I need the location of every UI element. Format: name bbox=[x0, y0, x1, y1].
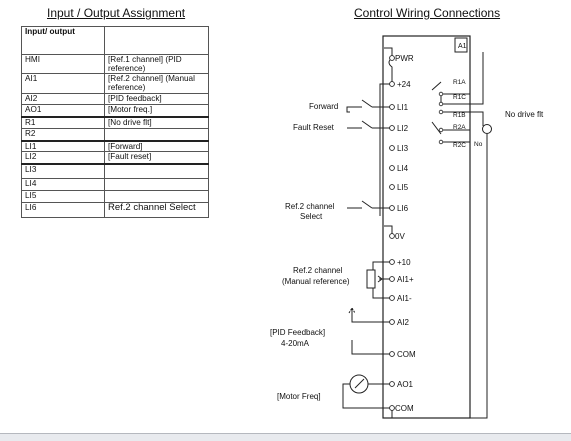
relay-contact-point bbox=[438, 127, 444, 133]
wires bbox=[342, 35, 492, 419]
terminal-point bbox=[389, 405, 395, 411]
terminal-point bbox=[389, 233, 395, 239]
forward-switch bbox=[346, 99, 380, 113]
terminal-label-p10: +10 bbox=[397, 258, 411, 267]
wiring-title: Control Wiring Connections bbox=[354, 6, 501, 20]
p24-common-wire bbox=[379, 83, 392, 216]
terminal-label-li2: LI2 bbox=[397, 124, 409, 133]
terminal-label-com1: COM bbox=[397, 350, 416, 359]
terminal-point bbox=[389, 205, 395, 211]
meter-needle bbox=[354, 378, 365, 389]
terminal-point bbox=[389, 125, 395, 131]
relay-contact-point bbox=[438, 109, 444, 115]
relay-label-r2a: R2A bbox=[453, 124, 466, 131]
terminal-label-li3: LI3 bbox=[397, 144, 409, 153]
terminal-point bbox=[389, 55, 395, 61]
module-tag-box bbox=[454, 37, 468, 53]
pid-feedback-wires bbox=[351, 308, 392, 355]
relay-label-r1a: R1A bbox=[453, 79, 466, 86]
label-motor-freq: [Motor Freq] bbox=[277, 392, 321, 401]
terminal-point bbox=[389, 319, 395, 325]
terminal-label-ao1: AO1 bbox=[397, 380, 414, 389]
terminal-label-0v: 0V bbox=[395, 232, 405, 241]
r1b-wire bbox=[470, 111, 484, 126]
assignment-cell: Ref.2 channel Select bbox=[104, 202, 209, 218]
terminal-label-pwr: PWR bbox=[395, 54, 414, 63]
terminal-point bbox=[389, 104, 395, 110]
ref2-select-switch bbox=[347, 200, 380, 209]
header-cell-empty bbox=[104, 26, 209, 55]
table-row: LI1[Forward] bbox=[21, 139, 209, 152]
terminal-point bbox=[389, 184, 395, 190]
p10-wire bbox=[372, 261, 392, 270]
terminal-label-ai1m: AI1- bbox=[397, 294, 412, 303]
terminal-block bbox=[389, 55, 444, 411]
zero-v-wire bbox=[384, 225, 393, 236]
terminal-point bbox=[389, 81, 395, 87]
label-ref2-select-2: Select bbox=[300, 212, 323, 221]
relay-contact-point bbox=[438, 139, 444, 145]
label-fault-reset: Fault Reset bbox=[293, 123, 335, 132]
terminal-point bbox=[389, 145, 395, 151]
no-drive-flt-lamp bbox=[482, 124, 492, 134]
terminal-point bbox=[389, 276, 395, 282]
ai1m-wire bbox=[372, 288, 392, 299]
terminal-label-li1: LI1 bbox=[397, 103, 409, 112]
relay-contact-point bbox=[438, 101, 444, 107]
label-pid-2: 4-20mA bbox=[281, 339, 310, 348]
fault-reset-switch bbox=[347, 120, 380, 129]
label-forward: Forward bbox=[309, 102, 338, 111]
terminal-label-li6: LI6 bbox=[397, 204, 409, 213]
bottom-scroll-bar bbox=[0, 433, 571, 441]
relay-label-r1b: R1B bbox=[453, 112, 466, 119]
table-header-row: Input/ output bbox=[21, 26, 209, 55]
meter-wires bbox=[342, 383, 392, 409]
terminal-point bbox=[389, 295, 395, 301]
terminal-label-ai2: AI2 bbox=[397, 318, 410, 327]
terminal-point bbox=[389, 381, 395, 387]
label-ref2-manual-1: Ref.2 channel bbox=[293, 266, 343, 275]
io-assignment-table: Input/ output HMI[Ref.1 channel] (PID re… bbox=[21, 26, 209, 218]
label-no-drive-flt: No drive flt bbox=[505, 110, 544, 119]
pwr-jumper bbox=[388, 57, 393, 84]
table-row: R1[No drive flt] bbox=[21, 115, 209, 129]
potentiometer bbox=[366, 269, 376, 289]
li-leads bbox=[380, 106, 392, 209]
pwr-wire bbox=[384, 47, 393, 58]
label-ref2-select-1: Ref.2 channel bbox=[285, 202, 335, 211]
terminal-label-ai1p: AI1+ bbox=[397, 275, 414, 284]
label-pid-1: [PID Feedback] bbox=[270, 328, 325, 337]
relay-label-no: No bbox=[474, 141, 483, 148]
terminal-label-li5: LI5 bbox=[397, 183, 409, 192]
module-label: A1 bbox=[458, 43, 467, 50]
terminal-label-com2: COM bbox=[395, 404, 414, 413]
terminal-point bbox=[389, 165, 395, 171]
r1-contacts bbox=[431, 81, 470, 113]
terminal-label-li4: LI4 bbox=[397, 164, 409, 173]
r1c-wire bbox=[470, 52, 484, 105]
table-row: AI1[Ref.2 channel] (Manual reference) bbox=[21, 73, 209, 94]
r2-contacts bbox=[431, 121, 471, 146]
terminal-point bbox=[389, 259, 395, 265]
label-ref2-manual-2: (Manual reference) bbox=[282, 277, 350, 286]
io-assignment-title: Input / Output Assignment bbox=[47, 6, 186, 20]
terminal-label-p24: +24 bbox=[397, 80, 411, 89]
terminal-point bbox=[389, 351, 395, 357]
relay-contact-point bbox=[438, 91, 444, 97]
relay-label-r2c: R2C bbox=[453, 142, 466, 149]
io-cell: LI6 bbox=[21, 202, 105, 218]
lamp-return-wire bbox=[391, 134, 488, 419]
pid-feedback-arrow bbox=[348, 307, 356, 318]
wiring-labels: A1 PWR +24 LI1 LI2 LI3 LI4 LI5 LI6 0V +1… bbox=[270, 43, 544, 413]
relay-label-r1c: R1C bbox=[453, 94, 466, 101]
